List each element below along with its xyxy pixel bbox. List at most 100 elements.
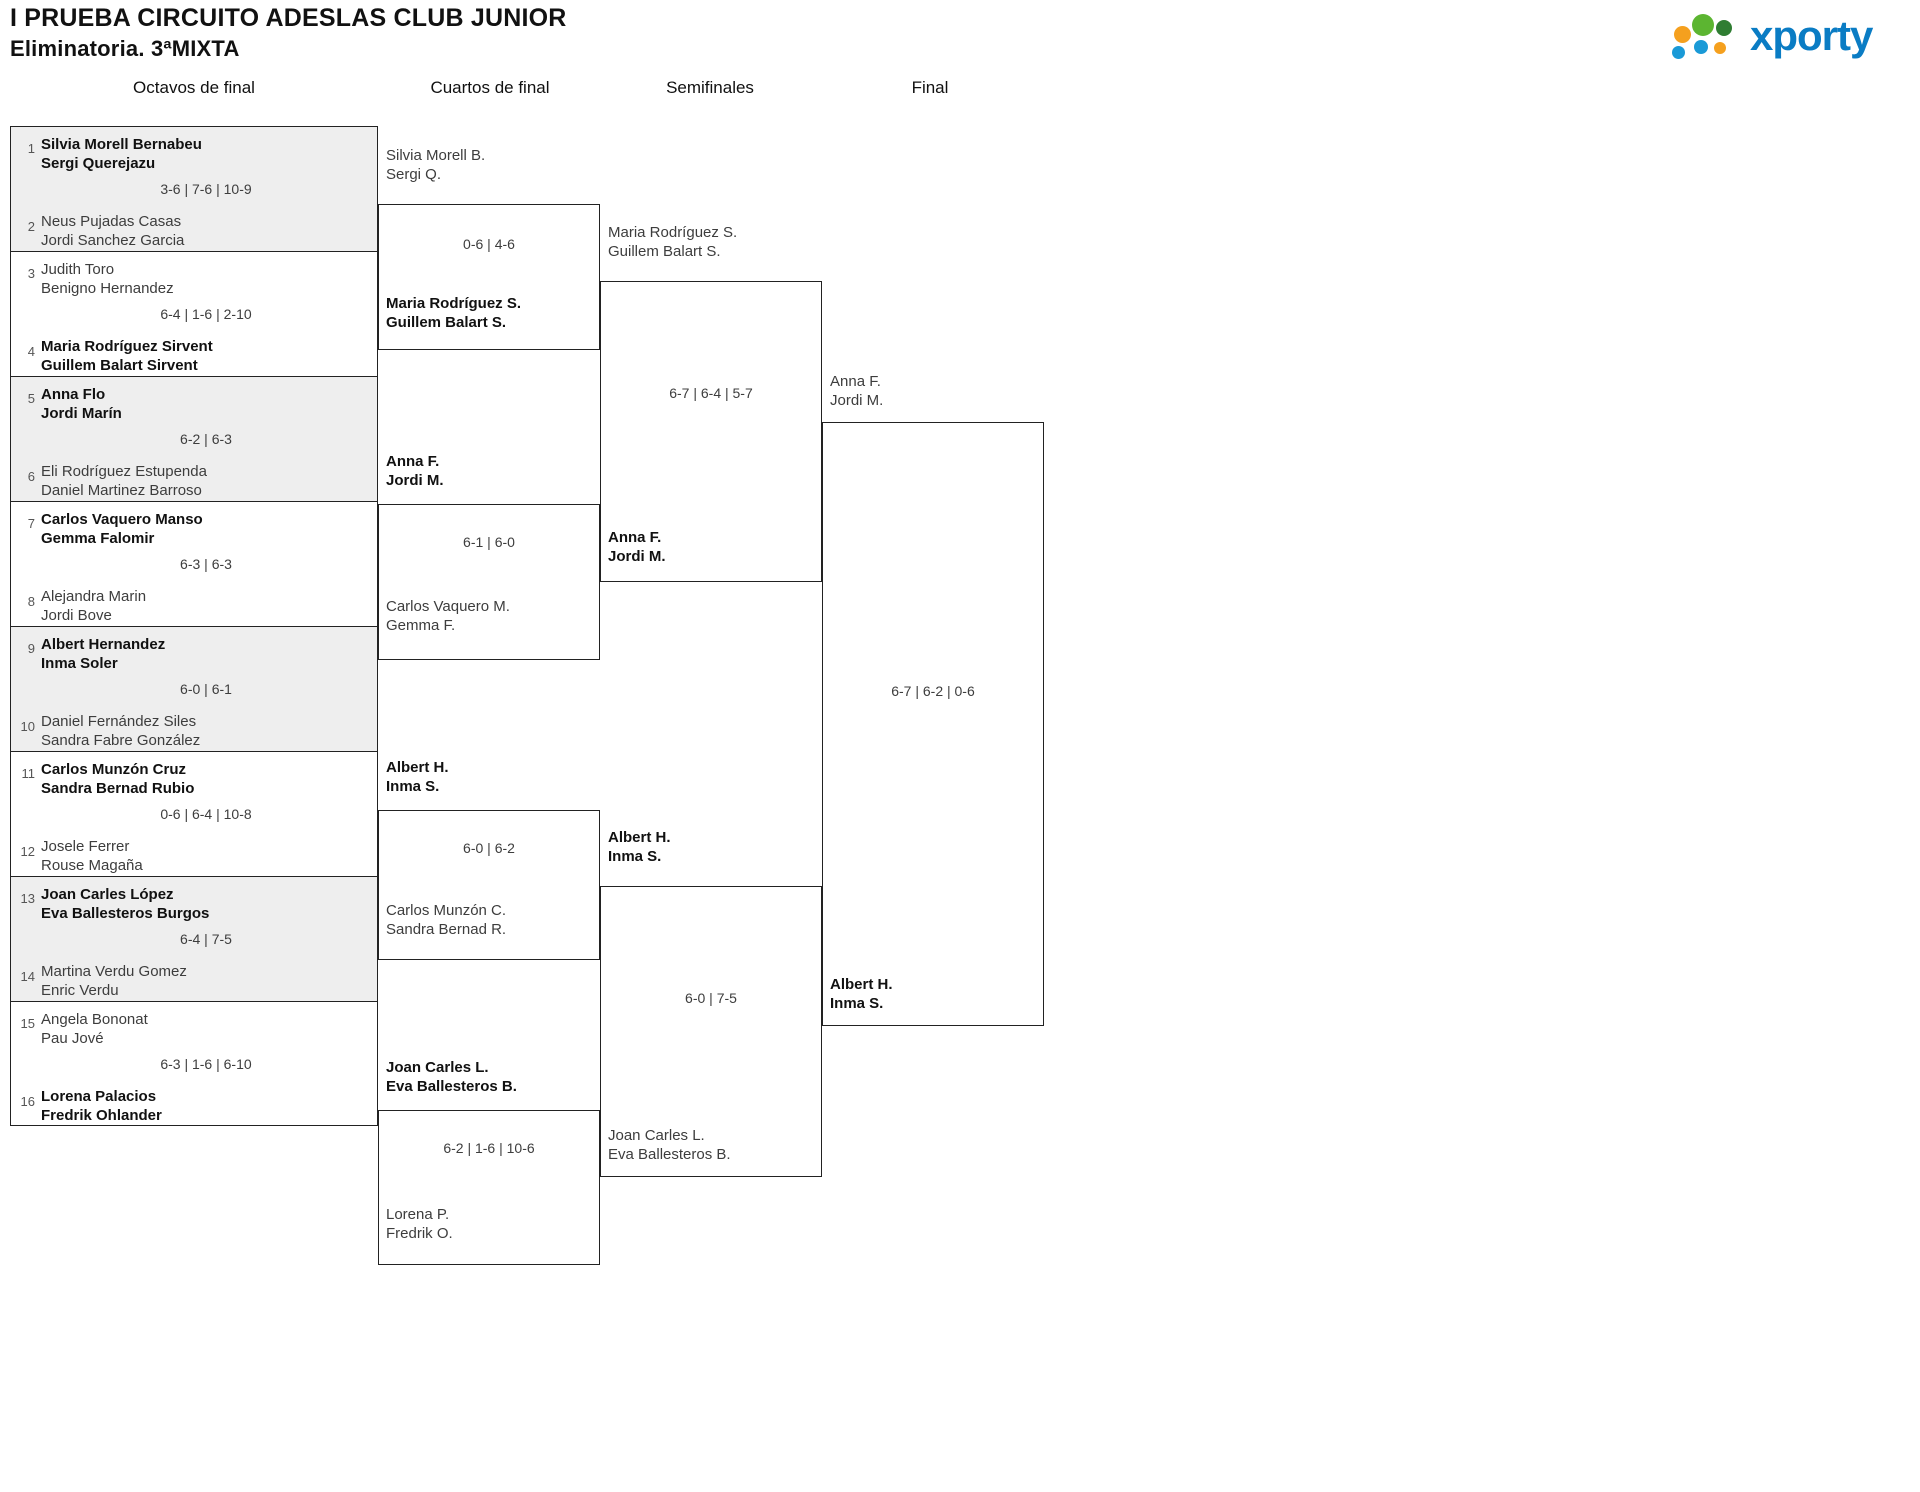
- r2-team-name: Carlos Vaquero M.: [386, 598, 510, 615]
- team-name: Jordi Bove: [41, 607, 112, 624]
- team-name: Pau Jové: [41, 1030, 104, 1047]
- r2-team-name: Joan Carles L.: [386, 1059, 489, 1076]
- team-name: Daniel Fernández Siles: [41, 713, 197, 730]
- r3-team-name: Albert H.: [608, 829, 671, 846]
- r2-match-score: 6-1 | 6-0: [463, 534, 515, 550]
- r4-match-box[interactable]: [822, 422, 1044, 1026]
- team-name: Gemma Falomir: [41, 530, 155, 547]
- match-score: 3-6 | 7-6 | 10-9: [160, 181, 252, 197]
- team-name: Joan Carles López: [41, 886, 174, 903]
- round-header-octavos: Octavos de final: [133, 78, 255, 97]
- match-score: 6-0 | 6-1: [180, 681, 232, 697]
- logo-wordmark: xporty: [1750, 12, 1873, 59]
- r3-team-name: Maria Rodríguez S.: [608, 224, 738, 241]
- team-name: Anna Flo: [41, 386, 106, 403]
- r1-match-3[interactable]: 5 Anna Flo Jordi Marín 6-2 | 6-3 6 Eli R…: [10, 376, 378, 501]
- match-score: 6-4 | 1-6 | 2-10: [160, 306, 252, 322]
- team-name: Silvia Morell Bernabeu: [41, 136, 202, 153]
- seed-number: 14: [20, 969, 35, 984]
- seed-number: 5: [27, 391, 35, 406]
- r2-team-name: Jordi M.: [386, 472, 444, 489]
- r4-champion-name: Albert H.: [830, 976, 893, 993]
- match-score: 6-3 | 6-3: [180, 556, 232, 572]
- seed-number: 11: [21, 766, 36, 781]
- r2-team-name: Gemma F.: [386, 617, 456, 634]
- team-name: Lorena Palacios: [41, 1088, 157, 1105]
- r1-match-1[interactable]: 1 Silvia Morell Bernabeu Sergi Querejazu…: [10, 126, 378, 251]
- seed-number: 9: [27, 641, 35, 656]
- round-header-semifinales: Semifinales: [666, 78, 754, 97]
- r2-match-3-box[interactable]: [378, 810, 600, 960]
- seed-number: 6: [27, 469, 35, 484]
- r2-team-name: Lorena P.: [386, 1206, 450, 1223]
- round-header-cuartos: Cuartos de final: [430, 78, 550, 97]
- team-name: Judith Toro: [41, 261, 115, 278]
- r2-team-name: Guillem Balart S.: [386, 314, 507, 331]
- tournament-subtitle: Eliminatoria. 3ªMIXTA: [10, 36, 240, 61]
- team-name: Daniel Martinez Barroso: [41, 482, 202, 499]
- seed-number: 2: [27, 219, 35, 234]
- r3-match-1-box[interactable]: [600, 281, 822, 582]
- r2-team-name: Eva Ballesteros B.: [386, 1078, 517, 1095]
- xporty-logo[interactable]: xporty: [1672, 8, 1902, 66]
- team-name: Jordi Sanchez Garcia: [41, 232, 185, 249]
- page-header: I PRUEBA CIRCUITO ADESLAS CLUB JUNIOR El…: [0, 0, 1920, 70]
- seed-number: 3: [27, 266, 35, 281]
- r2-team-name: Anna F.: [386, 453, 440, 470]
- team-name: Maria Rodríguez Sirvent: [41, 338, 213, 355]
- team-name: Carlos Vaquero Manso: [41, 511, 203, 528]
- team-name: Angela Bononat: [41, 1011, 148, 1028]
- seed-number: 13: [20, 891, 35, 906]
- r2-team-name: Silvia Morell B.: [386, 147, 486, 164]
- r2-match-1-box[interactable]: [378, 204, 600, 350]
- team-name: Jordi Marín: [41, 405, 122, 422]
- r2-team-name: Albert H.: [386, 759, 449, 776]
- team-name: Benigno Hernandez: [41, 280, 174, 297]
- r2-team-name: Maria Rodríguez S.: [386, 295, 522, 312]
- team-name: Fredrik Ohlander: [41, 1107, 162, 1124]
- r2-match-2-box[interactable]: [378, 504, 600, 660]
- match-score: 0-6 | 6-4 | 10-8: [160, 806, 252, 822]
- seed-number: 4: [27, 344, 35, 359]
- seed-number: 7: [27, 516, 35, 531]
- r2-team-name: Sergi Q.: [386, 166, 442, 183]
- r1-match-8[interactable]: 15 Angela Bononat Pau Jové 6-3 | 1-6 | 6…: [10, 1001, 378, 1126]
- seed-number: 15: [20, 1016, 35, 1031]
- team-name: Alejandra Marin: [41, 588, 147, 605]
- r2-match-score: 6-2 | 1-6 | 10-6: [443, 1140, 535, 1156]
- seed-number: 10: [20, 719, 35, 734]
- team-name: Eli Rodríguez Estupenda: [41, 463, 207, 480]
- r1-match-4[interactable]: 7 Carlos Vaquero Manso Gemma Falomir 6-3…: [10, 501, 378, 626]
- r2-team-name: Fredrik O.: [386, 1225, 453, 1242]
- team-name: Martina Verdu Gomez: [41, 963, 187, 980]
- match-score: 6-3 | 1-6 | 6-10: [160, 1056, 252, 1072]
- team-name: Neus Pujadas Casas: [41, 213, 182, 230]
- round-header-final: Final: [911, 78, 949, 97]
- team-name: Sandra Fabre González: [41, 732, 201, 749]
- r1-match-2[interactable]: 3 Judith Toro Benigno Hernandez 6-4 | 1-…: [10, 251, 378, 376]
- r2-team-name: Inma S.: [386, 778, 440, 795]
- r4-team-name: Jordi M.: [830, 392, 884, 409]
- seed-number: 12: [20, 844, 35, 859]
- team-name: Rouse Magaña: [41, 857, 143, 874]
- r3-team-name: Joan Carles L.: [608, 1127, 705, 1144]
- match-score: 6-4 | 7-5: [180, 931, 232, 947]
- r1-match-6[interactable]: 11 Carlos Munzón Cruz Sandra Bernad Rubi…: [10, 751, 378, 876]
- tournament-title: I PRUEBA CIRCUITO ADESLAS CLUB JUNIOR: [10, 4, 567, 32]
- r3-match-score: 6-0 | 7-5: [685, 990, 737, 1006]
- seed-number: 16: [20, 1094, 35, 1109]
- r3-team-name: Anna F.: [608, 529, 662, 546]
- team-name: Sergi Querejazu: [41, 155, 156, 172]
- r4-match-score: 6-7 | 6-2 | 0-6: [891, 683, 975, 699]
- r1-match-7[interactable]: 13 Joan Carles López Eva Ballesteros Bur…: [10, 876, 378, 1001]
- team-name: Enric Verdu: [41, 982, 119, 999]
- r1-match-5[interactable]: 9 Albert Hernandez Inma Soler 6-0 | 6-1 …: [10, 626, 378, 751]
- r3-match-2-box[interactable]: [600, 886, 822, 1177]
- team-name: Josele Ferrer: [41, 838, 130, 855]
- team-name: Eva Ballesteros Burgos: [41, 905, 210, 922]
- r2-match-score: 0-6 | 4-6: [463, 236, 515, 252]
- r2-match-4-box[interactable]: [378, 1110, 600, 1265]
- team-name: Inma Soler: [41, 655, 118, 672]
- r3-team-name: Guillem Balart S.: [608, 243, 721, 260]
